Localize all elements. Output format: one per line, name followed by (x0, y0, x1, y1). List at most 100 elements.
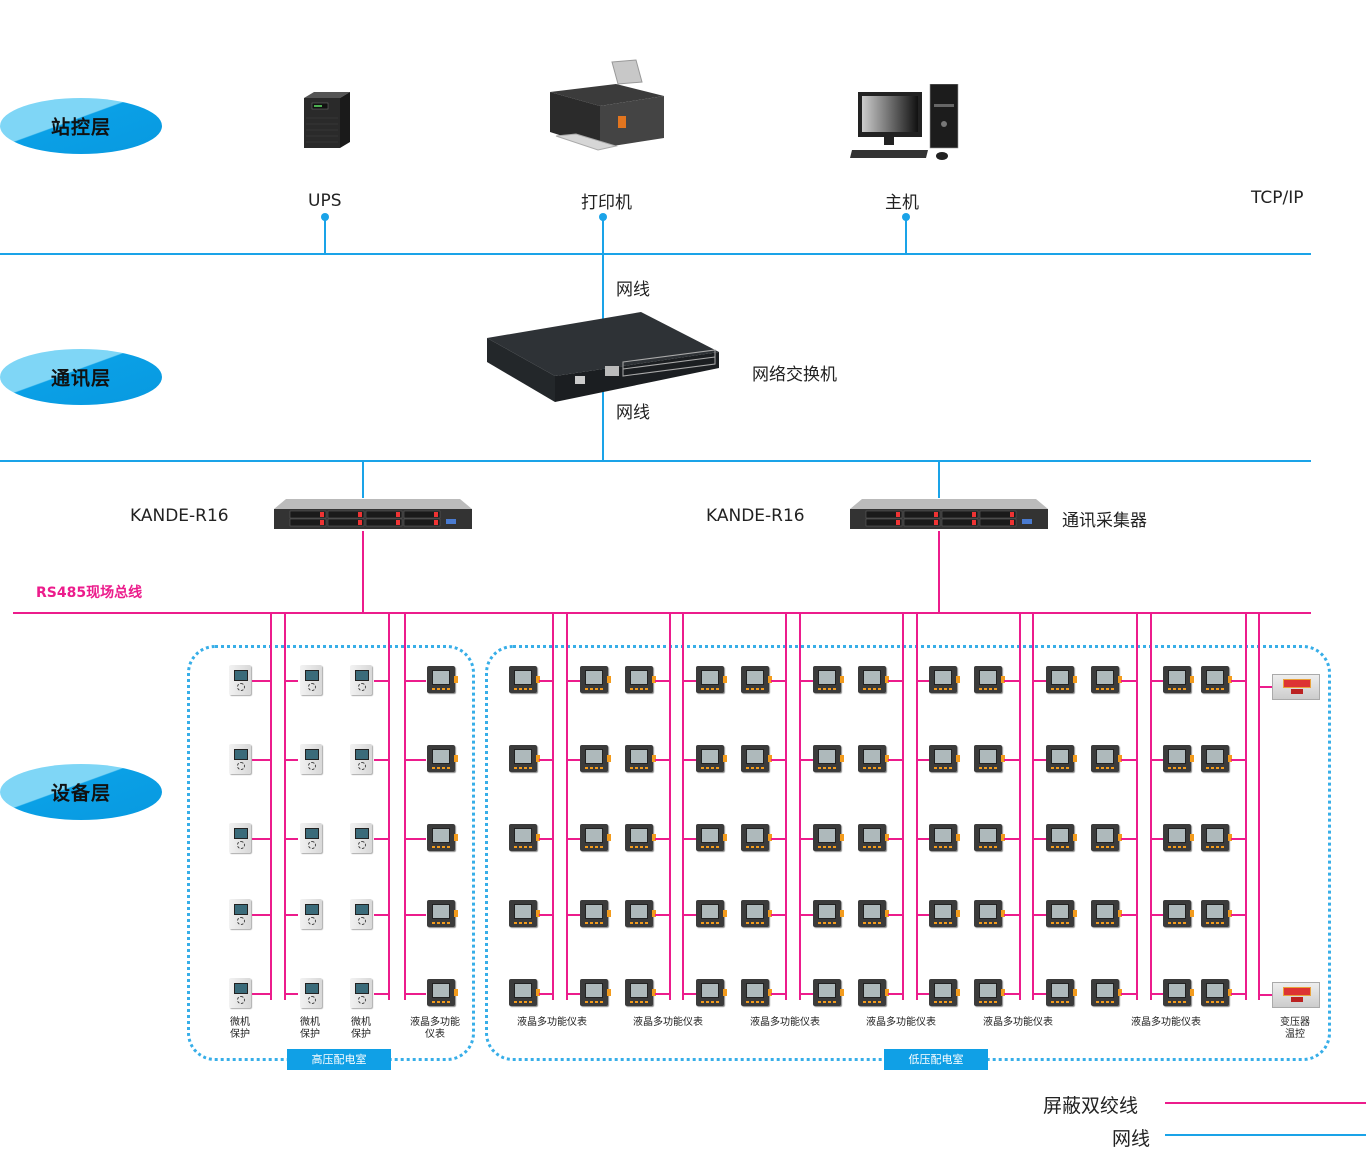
lcd-meter-icon (929, 666, 960, 693)
bus-drop (252, 993, 271, 995)
lv-group-label: 液晶多功能仪表 (633, 1017, 703, 1028)
meter-keys (1096, 1001, 1114, 1003)
lcd-meter-icon (1046, 900, 1077, 927)
bus-drop (682, 914, 696, 916)
meter-keys (746, 846, 764, 848)
lcd-meter-icon (580, 900, 611, 927)
meter-keys (630, 767, 648, 769)
legend-network-label: 网线 (1112, 1128, 1151, 1150)
lcd-meter-icon (625, 979, 656, 1006)
lcd-meter-icon (696, 979, 727, 1006)
lcd-meter-icon (929, 745, 960, 772)
bus-drop (566, 838, 580, 840)
lcd-meter-icon (741, 979, 772, 1006)
bus-drop (404, 914, 426, 916)
bus-drop (682, 680, 696, 682)
bus-drop (404, 759, 426, 761)
protection-relay-icon (229, 899, 251, 929)
meter-keys (1051, 688, 1069, 690)
legend-shielded-label: 屏蔽双绞线 (1043, 1095, 1139, 1117)
rs485-drop-line (1019, 613, 1021, 1000)
bus-drop (799, 759, 813, 761)
meter-keys (701, 767, 719, 769)
lcd-meter-icon (580, 824, 611, 851)
lcd-meter-icon (625, 900, 656, 927)
layer-label: 站控层 (50, 116, 111, 139)
lcd-meter-icon (1163, 745, 1194, 772)
bus-drop (1032, 759, 1046, 761)
bus-drop (1150, 914, 1163, 916)
cable-label-top: 网线 (616, 280, 650, 300)
meter-keys (979, 1001, 997, 1003)
bus-drop (799, 993, 813, 995)
bus-drop (1121, 993, 1136, 995)
printer-label: 打印机 (581, 193, 632, 213)
layer-badge-comm: 通讯层 (0, 349, 162, 405)
meter-keys (818, 846, 836, 848)
hv-label: 微机保护 (351, 1017, 371, 1041)
meter-keys (514, 846, 532, 848)
bus-drop (284, 914, 298, 916)
hv-label: 液晶多功能仪表 (410, 1017, 460, 1041)
protection-relay-icon (350, 899, 372, 929)
meter-keys (1096, 846, 1114, 848)
rs485-drop-line (902, 613, 904, 1000)
protection-relay-icon (229, 978, 251, 1008)
rs485-drop-line (284, 613, 286, 1000)
bus-drop (799, 838, 813, 840)
bus-drop (284, 993, 298, 995)
bus-drop (1121, 680, 1136, 682)
lcd-meter-icon (858, 979, 889, 1006)
meter-keys (1168, 1001, 1186, 1003)
hv-room-tag: 高压配电室 (287, 1049, 391, 1070)
bus-drop (1231, 838, 1245, 840)
bus-drop (916, 914, 929, 916)
bus-drop (539, 759, 553, 761)
printer-link (602, 217, 604, 255)
meter-keys (701, 1001, 719, 1003)
bus-drop (539, 993, 553, 995)
lcd-meter-icon (974, 824, 1005, 851)
protection-relay-icon (229, 665, 251, 695)
lcd-meter-icon (580, 745, 611, 772)
lcd-meter-icon (813, 666, 844, 693)
bus-drop (566, 914, 580, 916)
meter-keys (1168, 846, 1186, 848)
bus-drop (1258, 994, 1272, 996)
meter-keys (701, 846, 719, 848)
lcd-meter-icon (974, 666, 1005, 693)
label-line: 变压器 (1280, 1017, 1310, 1028)
bus-drop (374, 838, 389, 840)
bus-drop (566, 993, 580, 995)
bus-drop (1231, 759, 1245, 761)
meter-keys (514, 688, 532, 690)
bus-drop (682, 838, 696, 840)
bus-drop (1150, 838, 1163, 840)
bus-drop (1121, 838, 1136, 840)
protection-relay-icon (300, 823, 322, 853)
meter-keys (863, 1001, 881, 1003)
bus-drop (655, 759, 669, 761)
lcd-meter-icon (1091, 979, 1122, 1006)
bus-drop (1032, 914, 1046, 916)
meter-keys (630, 688, 648, 690)
host-link (905, 217, 907, 255)
label-line: 微机 (351, 1017, 371, 1028)
bus-drop (1231, 914, 1245, 916)
protection-relay-icon (350, 823, 372, 853)
lcd-meter-icon (696, 745, 727, 772)
legend-shielded-line (1165, 1102, 1366, 1104)
bus-drop (1004, 680, 1019, 682)
rs485-drop-line (785, 613, 787, 1000)
bus-drop (888, 838, 902, 840)
temp-controller-label: 变压器温控 (1280, 1017, 1310, 1041)
meter-keys (514, 767, 532, 769)
rs485-field-bus (13, 612, 1311, 614)
bus-drop (682, 993, 696, 995)
lcd-meter-icon (625, 745, 656, 772)
bus-drop (252, 759, 271, 761)
lcd-meter-icon (509, 666, 540, 693)
rs485-drop-line (1245, 613, 1247, 1000)
rs485-drop-line (404, 613, 406, 1000)
lcd-meter-icon (625, 824, 656, 851)
